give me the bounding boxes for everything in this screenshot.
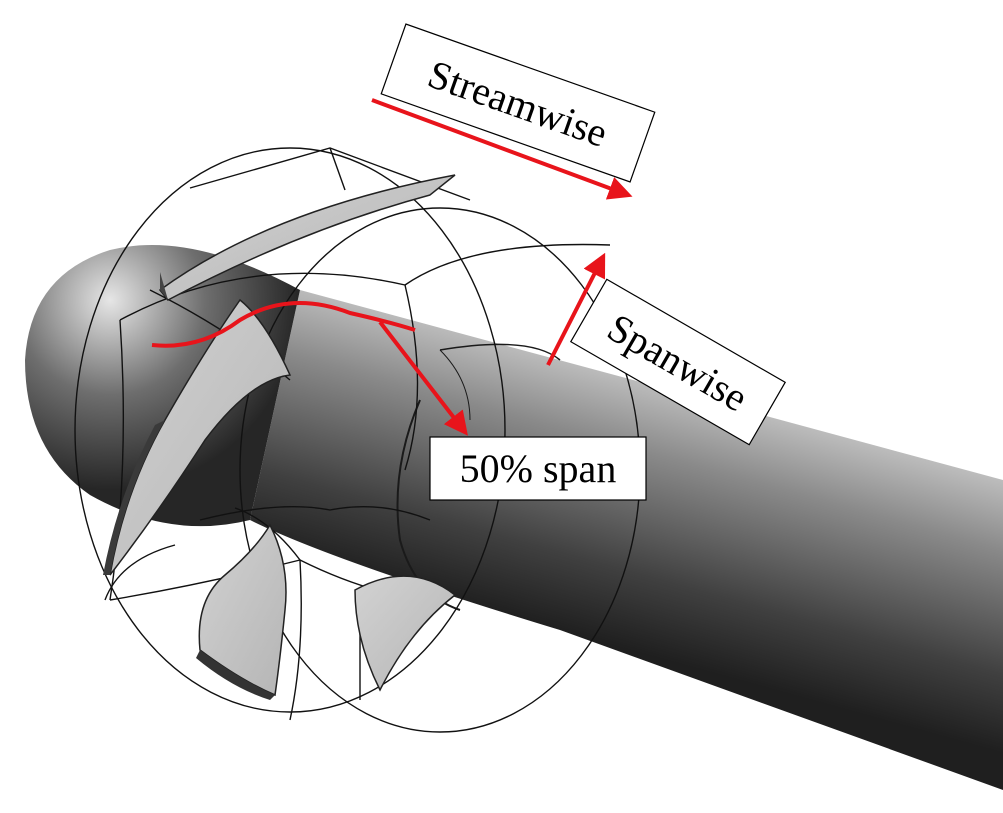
rotor-blades (103, 174, 457, 700)
span50-label: 50% span (429, 436, 647, 501)
streamwise-label: Streamwise (380, 23, 656, 183)
span-curve (151, 301, 416, 348)
streamwise-arrow (371, 98, 633, 200)
span50-arrow (378, 320, 468, 436)
span50-text: 50% span (460, 446, 617, 491)
annotations (151, 98, 633, 436)
hub-shaft (25, 245, 1003, 790)
spanwise-arrow (546, 252, 606, 366)
